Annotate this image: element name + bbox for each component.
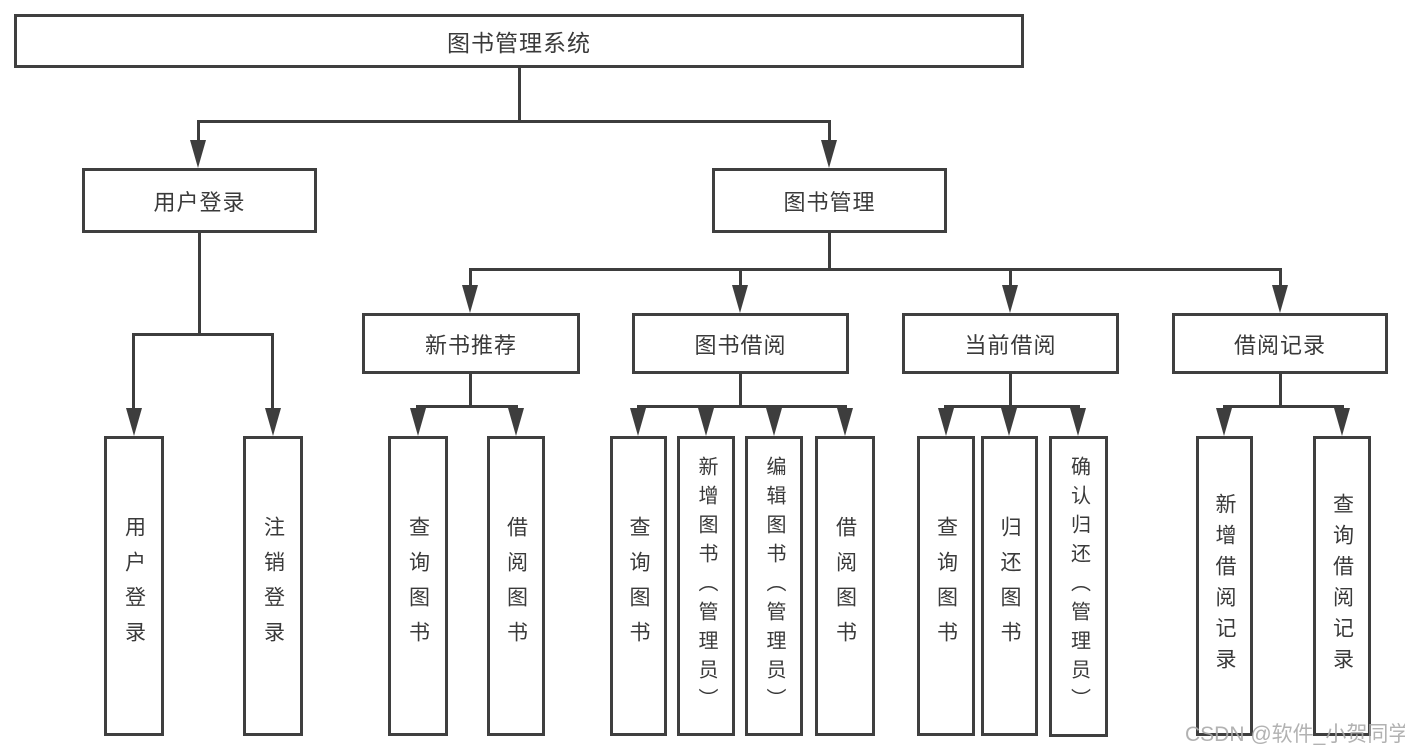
arrowhead-down-icon [766,408,782,436]
node-new-book-recommend-label: 新书推荐 [424,332,517,358]
leaf-add-book-admin-label: 新增图书（管理员） [695,455,717,717]
arrowhead-down-icon [508,408,524,436]
leaf-edit-book-admin-label: 编辑图书（管理员） [763,455,785,717]
h-line [944,405,1080,408]
leaf-query-borrow-record-label: 查询借阅记录 [1330,493,1354,679]
leaf-borrow-book-1-label: 借阅图书 [504,516,528,656]
v-line [739,374,742,408]
arrowhead-down-icon [938,408,954,436]
leaf-user-login-label: 用户登录 [122,516,146,656]
leaf-confirm-return-admin: 确认归还（管理员） [1049,436,1108,737]
node-book-management: 图书管理 [712,168,947,233]
arrowhead-down-icon [698,408,714,436]
arrowhead-down-icon [1002,285,1018,313]
node-root-system: 图书管理系统 [14,14,1024,68]
h-line [469,268,1282,271]
v-line [1009,270,1012,290]
v-line [469,374,472,408]
leaf-logout: 注销登录 [243,436,303,736]
v-line [739,270,742,290]
node-borrow-record-label: 借阅记录 [1233,332,1326,358]
arrowhead-down-icon [462,285,478,313]
leaf-borrow-book-2-label: 借阅图书 [833,516,857,656]
node-new-book-recommend: 新书推荐 [362,313,580,374]
leaf-add-borrow-record-label: 新增借阅记录 [1213,493,1236,679]
leaf-borrow-book-2: 借阅图书 [815,436,875,736]
v-line [271,335,274,411]
v-line [1279,270,1282,290]
leaf-query-book-2: 查询图书 [610,436,667,736]
leaf-return-book-label: 归还图书 [998,516,1021,656]
v-line [132,335,135,411]
watermark: CSDN @软件_小贺同学 [1185,723,1405,746]
v-line [1009,374,1012,408]
leaf-query-book-1: 查询图书 [388,436,448,736]
arrowhead-down-icon [190,140,206,168]
arrowhead-down-icon [732,285,748,313]
arrowhead-down-icon [1216,408,1232,436]
leaf-confirm-return-admin-label: 确认归还（管理员） [1067,456,1090,717]
leaf-add-borrow-record: 新增借阅记录 [1196,436,1253,736]
v-line [518,66,521,122]
h-line [197,120,831,123]
node-root-label: 图书管理系统 [447,30,591,56]
leaf-query-borrow-record: 查询借阅记录 [1313,436,1371,736]
leaf-return-book: 归还图书 [981,436,1038,736]
leaf-edit-book-admin: 编辑图书（管理员） [745,436,803,736]
node-book-borrow-label: 图书借阅 [694,332,787,358]
h-line [132,333,274,336]
arrowhead-down-icon [265,408,281,436]
leaf-query-book-3: 查询图书 [917,436,975,736]
arrowhead-down-icon [1070,408,1086,436]
leaf-logout-label: 注销登录 [261,516,285,656]
node-borrow-record: 借阅记录 [1172,313,1388,374]
leaf-query-book-1-label: 查询图书 [406,516,430,656]
v-line [828,233,831,271]
arrowhead-down-icon [821,140,837,168]
leaf-query-book-3-label: 查询图书 [934,516,958,656]
h-line [416,405,518,408]
arrowhead-down-icon [630,408,646,436]
leaf-add-book-admin: 新增图书（管理员） [677,436,735,736]
v-line [828,122,831,146]
arrowhead-down-icon [837,408,853,436]
arrowhead-down-icon [1334,408,1350,436]
node-user-login-label: 用户登录 [153,189,246,215]
v-line [1279,374,1282,408]
leaf-query-book-2-label: 查询图书 [627,516,650,656]
node-book-borrow: 图书借阅 [632,313,849,374]
arrowhead-down-icon [410,408,426,436]
node-current-borrow-label: 当前借阅 [964,332,1057,358]
arrowhead-down-icon [1001,408,1017,436]
leaf-user-login: 用户登录 [104,436,164,736]
v-line [197,122,200,146]
node-current-borrow: 当前借阅 [902,313,1119,374]
arrowhead-down-icon [1272,285,1288,313]
h-line [1223,405,1344,408]
node-book-management-label: 图书管理 [783,189,876,215]
h-line [637,405,847,408]
leaf-borrow-book-1: 借阅图书 [487,436,545,736]
arrowhead-down-icon [126,408,142,436]
v-line [198,233,201,335]
v-line [469,270,472,290]
node-user-login: 用户登录 [82,168,317,233]
